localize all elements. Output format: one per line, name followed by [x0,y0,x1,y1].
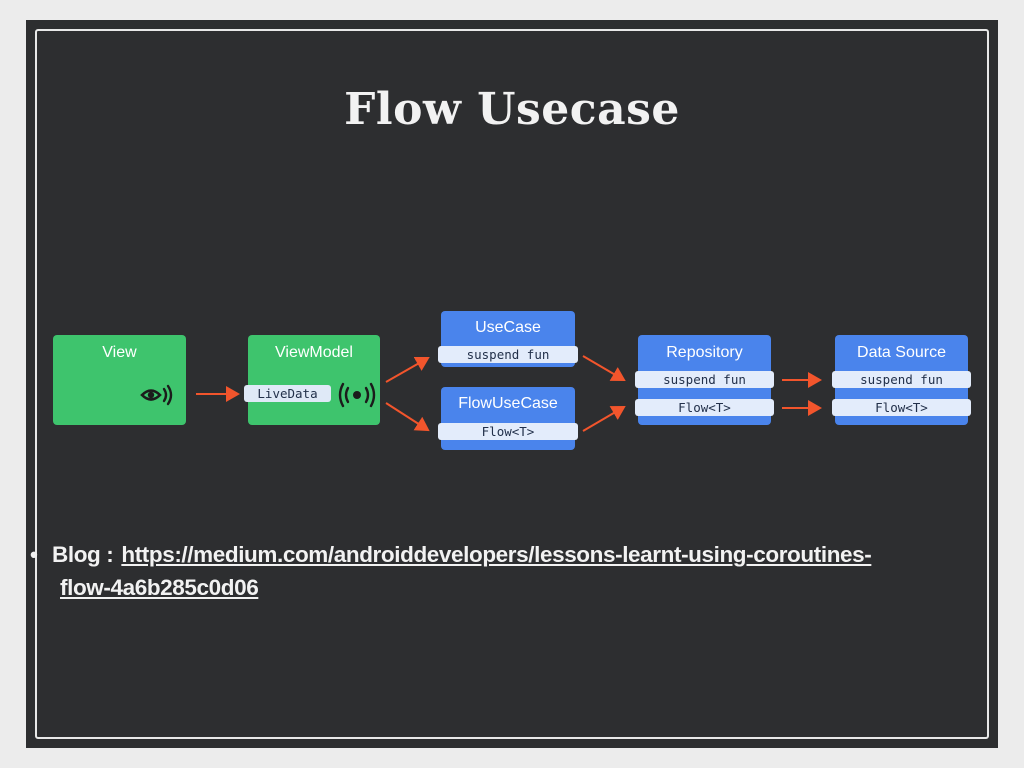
datasource-flow-pill: Flow<T> [832,399,971,416]
repository-flow-pill: Flow<T> [635,399,774,416]
usecase-suspend-fun-pill: suspend fun [438,346,578,363]
view-label: View [102,344,137,361]
observe-eye-icon [140,384,173,406]
datasource-label: Data Source [857,344,946,361]
view-box: View [53,335,186,425]
viewmodel-box: ViewModel [248,335,380,425]
bullet-dot: • [30,542,38,567]
repository-label: Repository [666,344,743,361]
blog-link-continued[interactable]: flow-4a6b285c0d06 [60,575,259,600]
viewmodel-label: ViewModel [275,344,353,361]
arrow-viewmodel-to-usecase [385,357,430,383]
repository-suspend-fun-pill: suspend fun [635,371,774,388]
blog-bullet: • Blog : https://medium.com/androiddevelop… [30,538,970,604]
arrow-viewmodel-to-flowusecase [385,402,430,432]
arrow-flowusecase-to-repository [582,405,626,432]
flowusecase-flow-pill: Flow<T> [438,423,578,440]
blog-link[interactable]: https://medium.com/androiddevelopers/les… [121,542,872,567]
datasource-suspend-fun-pill: suspend fun [832,371,971,388]
blog-label: Blog : [52,542,114,567]
flowusecase-label: FlowUseCase [458,395,558,412]
slide-frame [35,29,989,739]
usecase-label: UseCase [475,319,541,336]
livedata-pill: LiveData [244,385,331,402]
slide-title: Flow Usecase [344,84,680,135]
broadcast-icon [338,382,376,408]
arrow-usecase-to-repository [582,355,626,382]
